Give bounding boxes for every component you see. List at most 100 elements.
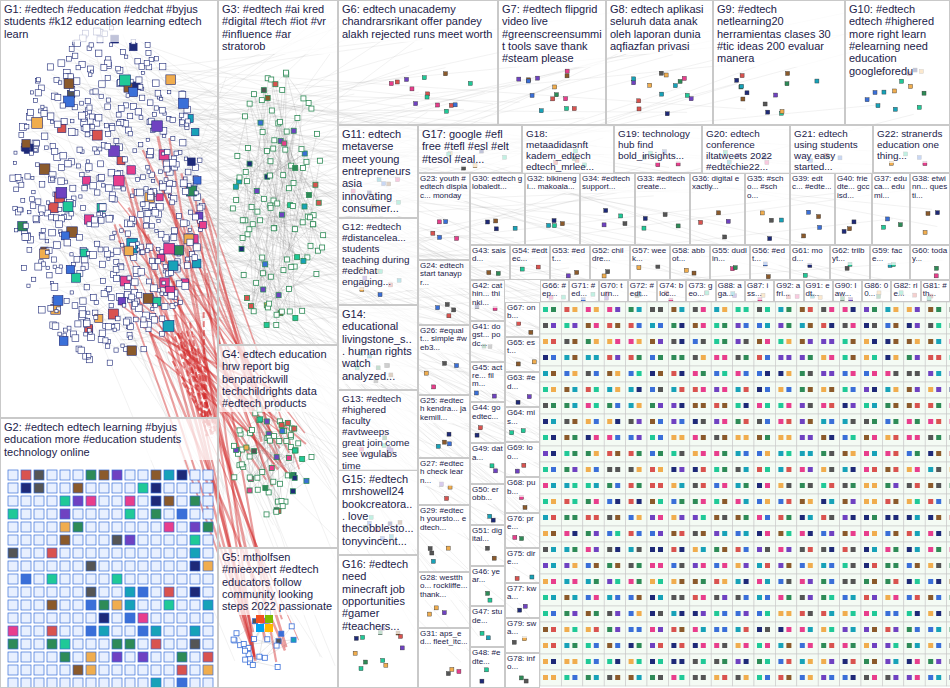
vertex-dot xyxy=(136,77,142,83)
vertex-dot xyxy=(34,140,40,146)
vertex-dot xyxy=(138,535,148,545)
vertex-dot xyxy=(258,218,263,223)
vertex-dot xyxy=(34,535,44,545)
vertex-dot xyxy=(174,246,183,255)
vertex-dot xyxy=(112,483,122,493)
vertex-dot xyxy=(40,234,45,239)
edge-line xyxy=(136,61,858,575)
vertex-dot xyxy=(40,212,43,215)
edge-line xyxy=(99,96,739,245)
vertex-dot xyxy=(125,548,135,558)
vertex-dot xyxy=(292,475,297,480)
group-cell xyxy=(540,318,561,334)
vertex-dot xyxy=(47,548,57,558)
vertex-dot xyxy=(106,216,112,222)
vertex-dot xyxy=(21,509,31,519)
vertex-dot xyxy=(450,667,454,671)
edge-line xyxy=(122,219,648,588)
vertex-dot xyxy=(53,265,57,269)
vertex-dot xyxy=(490,464,494,468)
vertex-dot xyxy=(190,561,200,571)
vertex-dot xyxy=(132,301,137,306)
vertex-dot xyxy=(182,188,188,194)
vertex-dot xyxy=(60,678,70,688)
vertex-dot xyxy=(185,123,189,127)
vertex-dot xyxy=(274,322,279,327)
vertex-dot xyxy=(114,248,120,254)
vertex-dot xyxy=(171,234,177,240)
vertex-dot xyxy=(129,294,135,300)
edge-line xyxy=(291,168,303,267)
vertex-dot xyxy=(151,626,161,636)
vertex-dot xyxy=(125,652,135,662)
vertex-dot xyxy=(73,509,83,519)
vertex-dot xyxy=(127,113,132,118)
vertex-dot xyxy=(678,79,682,83)
vertex-dot xyxy=(105,104,111,110)
vertex-dot xyxy=(99,522,109,532)
vertex-dot xyxy=(87,353,91,357)
edge-line xyxy=(130,105,922,560)
vertex-dot xyxy=(233,184,238,189)
vertex-dot xyxy=(279,212,284,217)
vertex-dot xyxy=(58,178,64,184)
vertex-dot xyxy=(99,548,109,558)
vertex-dot xyxy=(157,219,160,222)
vertex-dot xyxy=(485,668,489,672)
vertex-dot xyxy=(685,93,689,97)
vertex-dot xyxy=(255,209,260,214)
vertex-dot xyxy=(141,71,144,74)
vertex-dot xyxy=(99,496,109,506)
vertex-dot xyxy=(307,215,312,220)
vertex-dot xyxy=(190,509,200,519)
vertex-dot xyxy=(143,294,153,304)
vertex-dot xyxy=(80,101,84,105)
vertex-dot xyxy=(637,99,641,103)
vertex-dot xyxy=(112,496,122,506)
vertex-dot xyxy=(485,546,489,550)
vertex-dot xyxy=(128,221,133,226)
vertex-dot xyxy=(151,600,161,610)
vertex-dot xyxy=(89,43,93,47)
vertex-dot xyxy=(34,613,44,623)
vertex-dot xyxy=(73,53,78,58)
vertex-dot xyxy=(361,635,365,639)
vertex-dot xyxy=(845,266,849,270)
vertex-dot xyxy=(267,173,272,178)
vertex-dot xyxy=(86,587,96,597)
group-cell xyxy=(540,350,561,366)
vertex-dot xyxy=(255,475,260,480)
vertex-dot xyxy=(526,79,530,83)
vertex-dot xyxy=(85,164,92,171)
vertex-dot xyxy=(177,496,187,506)
vertex-dot xyxy=(279,309,284,314)
vertex-dot xyxy=(90,124,94,128)
vertex-dot xyxy=(144,60,149,65)
vertex-dot xyxy=(47,113,54,120)
vertex-dot xyxy=(780,109,784,113)
vertex-dot xyxy=(309,106,314,111)
vertex-dot xyxy=(73,652,83,662)
vertex-dot xyxy=(478,426,482,430)
vertex-dot xyxy=(52,148,58,154)
edge-line xyxy=(233,185,316,209)
vertex-dot xyxy=(138,470,148,480)
vertex-dot xyxy=(203,613,213,623)
vertex-dot xyxy=(378,293,382,297)
vertex-dot xyxy=(152,179,155,182)
vertex-dot xyxy=(203,652,213,662)
vertex-dot xyxy=(247,227,252,232)
vertex-dot xyxy=(264,148,269,153)
vertex-dot xyxy=(284,257,289,262)
vertex-dot xyxy=(203,561,213,571)
vertex-dot xyxy=(125,483,135,493)
logo-square xyxy=(256,624,264,632)
edge-line xyxy=(237,156,281,312)
vertex-dot xyxy=(112,548,122,558)
vertex-dot xyxy=(125,613,135,623)
vertex-dot xyxy=(281,173,286,178)
vertex-dot xyxy=(138,600,148,610)
vertex-dot xyxy=(290,204,295,209)
vertex-dot xyxy=(774,93,778,97)
vertex-dot xyxy=(151,509,161,519)
